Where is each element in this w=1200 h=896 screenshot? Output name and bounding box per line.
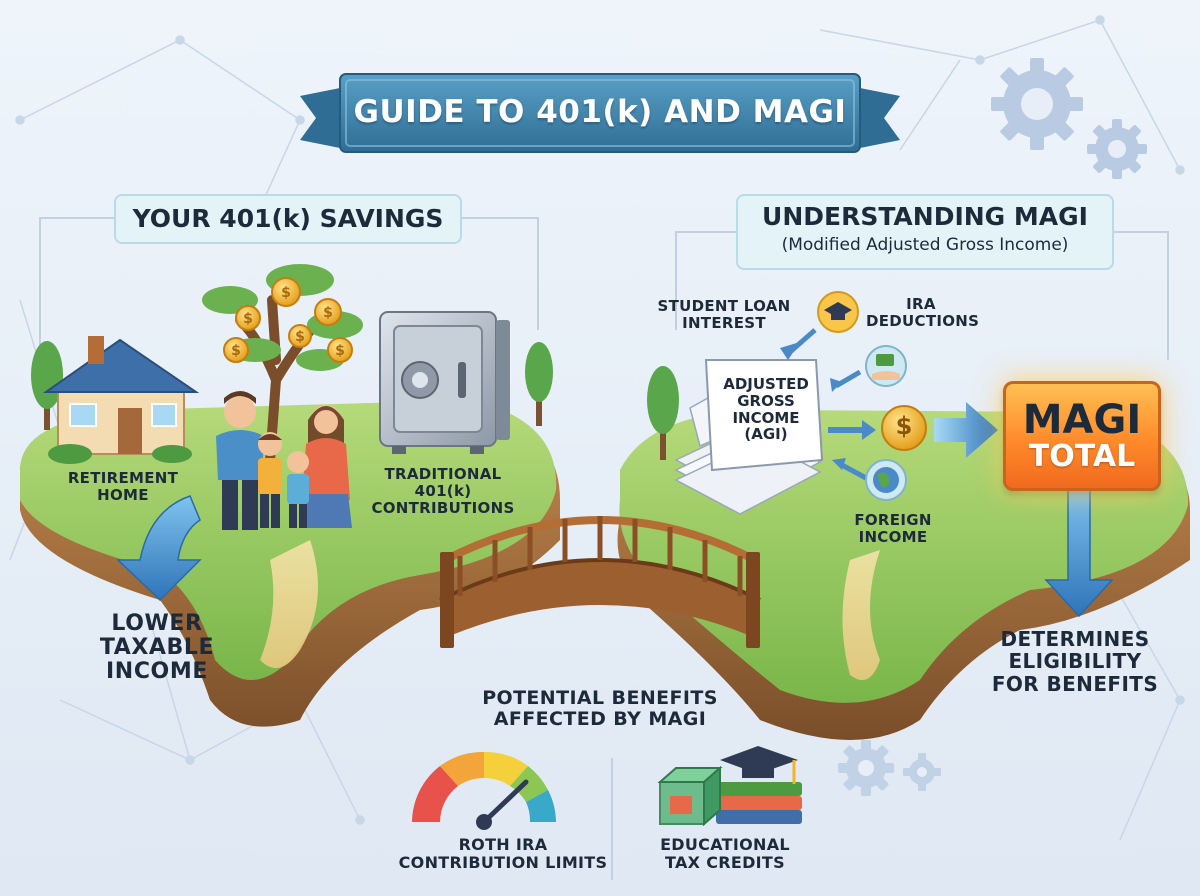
svg-text:$: $ <box>295 329 305 345</box>
house-icon <box>42 336 200 464</box>
magi-total-line2: TOTAL <box>1028 438 1136 474</box>
dollar-coin-icon <box>881 405 927 451</box>
money-hand-icon <box>865 345 907 387</box>
safe-icon <box>379 311 510 454</box>
right-arrow-icon <box>934 402 998 458</box>
savings-panel-outline <box>39 217 539 350</box>
page-title: GUIDE TO 401(k) AND MAGI <box>353 94 847 130</box>
magi-total-line1: MAGI <box>1022 396 1142 443</box>
down-arrow-icon <box>116 495 202 602</box>
gauge-icon <box>412 751 556 830</box>
input-arrow-icon <box>780 328 876 481</box>
magi-heading: UNDERSTANDING MAGI (Modified Adjusted Gr… <box>736 194 1114 270</box>
tree-icon <box>31 341 679 460</box>
svg-text:$: $ <box>231 343 241 359</box>
dirt-path <box>260 540 318 668</box>
money-tree-icon: $$$ $$$ <box>202 264 363 465</box>
svg-text:$: $ <box>243 311 253 327</box>
magi-total-box: MAGI TOTAL <box>1003 381 1161 491</box>
dollar-symbol: $ <box>895 412 913 440</box>
gear-icon <box>838 740 941 796</box>
savings-heading: YOUR 401(k) SAVINGS <box>114 194 462 244</box>
books-cap-icon <box>657 746 802 827</box>
land-grass-left <box>20 400 557 680</box>
svg-text:$: $ <box>281 285 291 301</box>
svg-text:$: $ <box>335 343 345 359</box>
bridge-icon <box>439 516 761 648</box>
magi-heading-subtitle: (Modified Adjusted Gross Income) <box>781 235 1069 255</box>
gear-icon <box>991 58 1147 179</box>
magi-heading-title: UNDERSTANDING MAGI <box>762 202 1088 231</box>
down-arrow-icon <box>1044 485 1114 618</box>
graduation-cap-icon <box>817 291 859 333</box>
svg-text:$: $ <box>323 305 333 321</box>
dirt-path <box>842 550 880 680</box>
globe-icon <box>865 459 907 501</box>
document-stack-icon <box>674 359 824 515</box>
family-icon <box>216 391 352 530</box>
title-ribbon <box>300 73 900 153</box>
magi-panel-outline <box>675 231 1169 360</box>
